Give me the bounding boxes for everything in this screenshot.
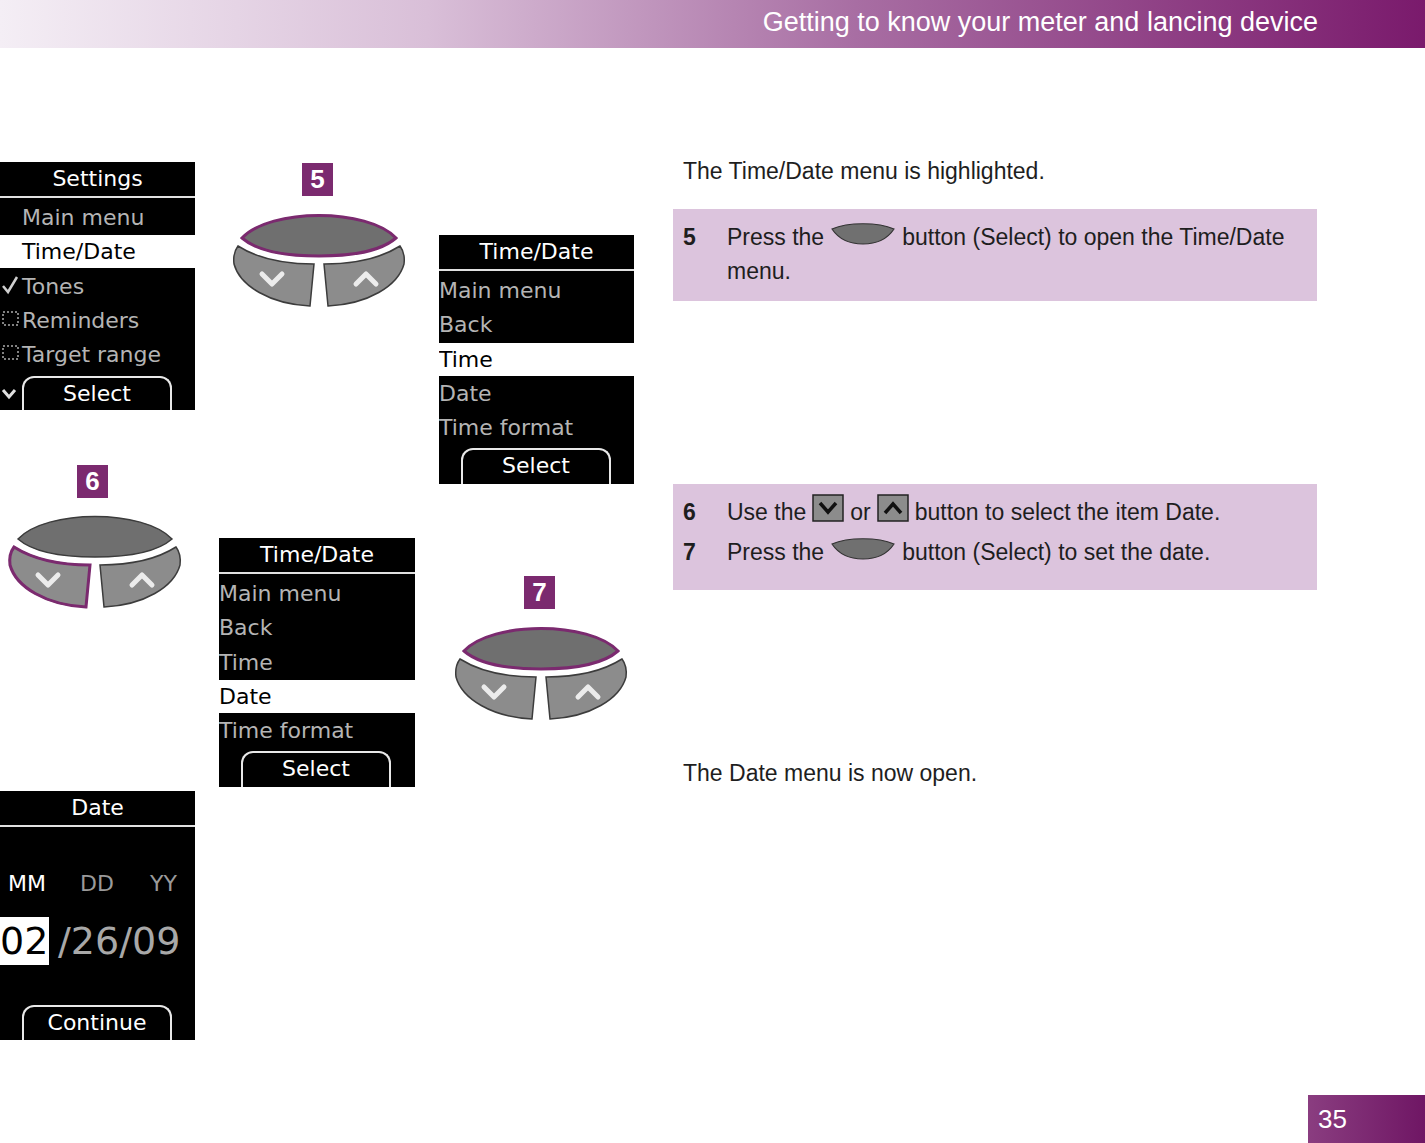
menu-item: Time xyxy=(439,343,634,376)
up-button-icon xyxy=(877,494,909,530)
step-number: 5 xyxy=(683,221,696,253)
date-value: 02 xyxy=(0,917,49,965)
instruction-text: or xyxy=(850,499,870,525)
instruction-text: Press the xyxy=(727,224,824,250)
meter-screen: Time/DateMain menuBackTimeDateTime forma… xyxy=(439,235,634,484)
menu-item: Back xyxy=(219,611,415,644)
menu-item: Time format xyxy=(219,714,415,747)
screen-title: Date xyxy=(0,791,195,824)
meter-screen: SettingsMain menuTime/DateTonesReminders… xyxy=(0,162,195,410)
select-button-icon xyxy=(830,221,896,253)
meter-screen: DateMM DD YY 02/26/09Continue xyxy=(0,791,195,1040)
caption-text: The Time/Date menu is highlighted. xyxy=(683,158,1045,185)
title-separator xyxy=(0,196,195,198)
menu-icon-strip xyxy=(0,162,24,410)
instruction-text: Press the xyxy=(727,539,824,565)
button-icon xyxy=(812,494,844,522)
button-pad xyxy=(230,206,408,308)
menu-item: Date xyxy=(439,377,634,410)
callout-number: 5 xyxy=(302,163,333,196)
button-pad xyxy=(6,507,184,609)
menu-item: Time xyxy=(219,646,415,679)
menu-item: Target range xyxy=(0,338,195,371)
menu-icons xyxy=(0,162,24,410)
page-number: 35 xyxy=(1318,1104,1347,1135)
screen-title: Time/Date xyxy=(439,235,634,268)
menu-item: Tones xyxy=(0,270,195,303)
softkey-button: Continue xyxy=(22,1005,172,1040)
date-field-label: MM xyxy=(8,867,46,900)
instruction-step: 7 Press the button (Select) to set the dat… xyxy=(683,536,1307,570)
screen-title: Settings xyxy=(0,162,195,195)
caption-text: The Date menu is now open. xyxy=(683,760,977,787)
menu-item: Date xyxy=(219,680,415,713)
softkey-label: Select xyxy=(282,756,350,781)
instruction-text: Use the xyxy=(727,499,806,525)
softkey-button: Select xyxy=(461,448,611,484)
softkey-button: Select xyxy=(241,751,391,787)
title-separator xyxy=(439,269,634,271)
title-separator xyxy=(219,572,415,574)
button-icon xyxy=(830,223,896,245)
menu-item: Main menu xyxy=(219,577,415,610)
menu-item: Main menu xyxy=(0,201,195,234)
callout-number: 6 xyxy=(77,465,108,498)
screen-title: Time/Date xyxy=(219,538,415,571)
callout-number: 6 xyxy=(85,466,99,496)
instruction-text: button to select the item Date. xyxy=(915,499,1221,525)
menu-item: Time/Date xyxy=(0,235,195,268)
callout-number: 7 xyxy=(532,577,546,607)
softkey-label: Select xyxy=(502,453,570,478)
softkey-label: Continue xyxy=(48,1010,147,1035)
callout-number: 5 xyxy=(310,164,324,194)
menu-item: Time format xyxy=(439,411,634,444)
callout-number: 7 xyxy=(524,576,555,609)
button-icon xyxy=(877,494,909,522)
step-number: 7 xyxy=(683,536,696,568)
title-separator xyxy=(0,825,195,827)
button-pad xyxy=(452,619,630,721)
date-value: /26/09 xyxy=(58,917,180,965)
down-button-icon xyxy=(812,494,844,530)
instruction-text: button (Select) to set the date. xyxy=(902,539,1210,565)
menu-item: Back xyxy=(439,308,634,341)
select-button-icon xyxy=(830,536,896,568)
date-field-label: YY xyxy=(150,867,177,900)
instruction-step: 6 Use the or button to select the item Date… xyxy=(683,496,1307,532)
menu-item: Main menu xyxy=(439,274,634,307)
page-title: Getting to know your meter and lancing d… xyxy=(763,7,1318,38)
button-icon xyxy=(830,538,896,560)
instruction-box: 5Press thebutton (Select) to open the Ti… xyxy=(673,209,1317,301)
page-number-box: 35 xyxy=(1308,1095,1425,1143)
step-number: 6 xyxy=(683,496,696,528)
menu-item: Reminders xyxy=(0,304,195,337)
meter-screen: Time/DateMain menuBackTimeDateTime forma… xyxy=(219,538,415,787)
date-field-label: DD xyxy=(80,867,114,900)
instruction-step: 5Press thebutton (Select) to open the Ti… xyxy=(683,221,1307,287)
softkey-button: Select xyxy=(22,376,172,410)
instruction-box: 6 Use the or button to select the item Date… xyxy=(673,484,1317,590)
softkey-label: Select xyxy=(63,381,131,406)
